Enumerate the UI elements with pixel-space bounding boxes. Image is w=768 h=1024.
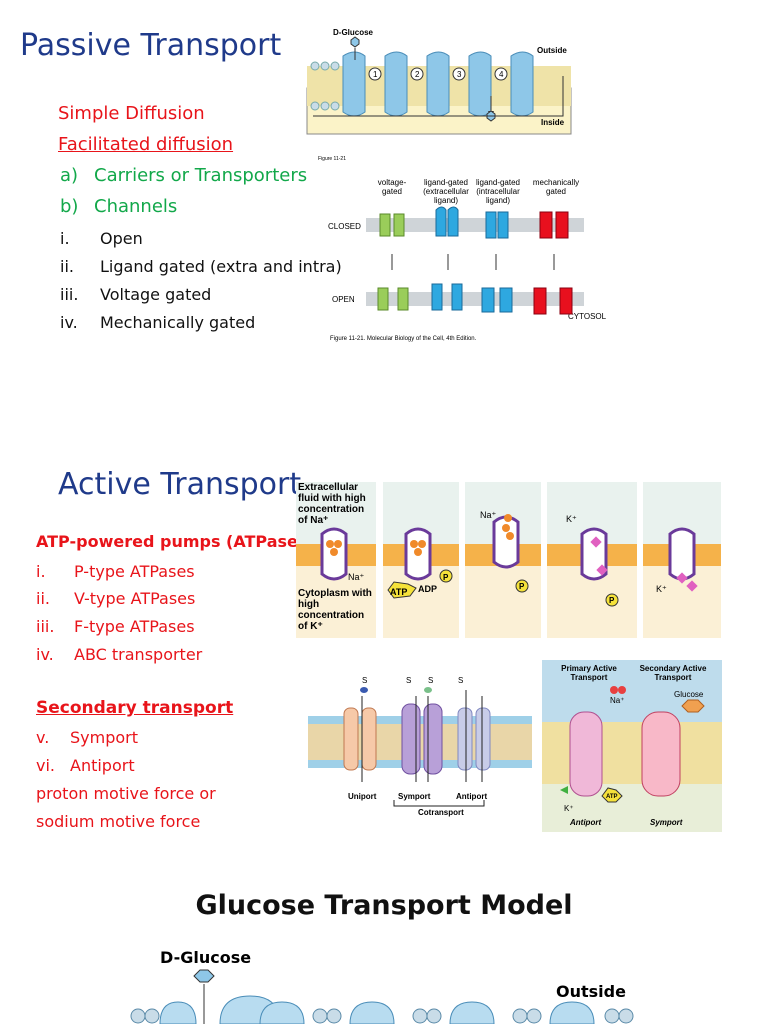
- list-text: F-type ATPases: [74, 617, 195, 636]
- fig2-cytosol-label: CYTOSOL: [568, 312, 607, 321]
- extracellular-label: Extracellular fluid with high concentrat…: [298, 482, 366, 526]
- list-marker: b): [60, 196, 79, 217]
- fig1-outside-label: Outside: [537, 46, 567, 55]
- list-item: iii. Voltage gated: [60, 285, 211, 304]
- list-text: Antiport: [70, 756, 135, 775]
- list-marker: iv.: [36, 645, 54, 664]
- gated-channels-figure: Figure 11-21 voltage- gated ligand-gated…: [318, 154, 608, 350]
- list-marker: iii.: [36, 617, 55, 636]
- symport-label: Symport: [398, 792, 431, 801]
- pmf-label: proton motive force or: [36, 784, 216, 803]
- uniport-label: Uniport: [348, 792, 377, 801]
- symport-label: Symport: [650, 818, 683, 827]
- na-label: Na⁺: [480, 510, 497, 520]
- pump-panel: [465, 482, 541, 638]
- cytoplasm-label: Cytoplasm with high concentration of K⁺: [298, 588, 372, 632]
- active-transport-title: Active Transport: [58, 467, 302, 502]
- list-marker: v.: [36, 728, 50, 747]
- fig1-num: 2: [415, 70, 420, 79]
- glucose-model-drawing: [130, 969, 634, 1024]
- passive-transport-title: Passive Transport: [20, 28, 282, 63]
- list-marker: vi.: [36, 756, 55, 775]
- facilitated-diffusion-label: Facilitated diffusion: [58, 134, 234, 155]
- adp-label: ADP: [418, 584, 438, 594]
- atp-label: ATP: [606, 794, 618, 800]
- phosphate-label: P: [443, 573, 449, 582]
- list-item: iii. F-type ATPases: [36, 617, 195, 636]
- smf-label: sodium motive force: [36, 812, 201, 831]
- k-label: K⁺: [656, 584, 667, 594]
- outside-label: Outside: [556, 982, 626, 1001]
- secondary-label: Secondary Active Transport: [639, 664, 707, 682]
- list-item: i. P-type ATPases: [36, 562, 195, 581]
- list-text: Channels: [94, 196, 178, 217]
- s1-label: S: [406, 676, 412, 685]
- atp-pumps-label: ATP-powered pumps (ATPases): [36, 532, 315, 551]
- list-item: iv. ABC transporter: [36, 645, 202, 664]
- fig1-num: 3: [457, 70, 462, 79]
- list-item: v. Symport: [36, 728, 138, 747]
- list-marker: iv.: [60, 313, 78, 332]
- list-text: Ligand gated (extra and intra): [100, 257, 342, 276]
- s-label: S: [362, 676, 368, 685]
- pump-drawings: [320, 514, 698, 607]
- list-marker: ii.: [36, 589, 50, 608]
- list-marker: i.: [60, 229, 70, 248]
- k-label: K⁺: [566, 514, 577, 524]
- list-text: ABC transporter: [74, 645, 203, 664]
- phosphate-label: P: [519, 582, 525, 591]
- atp-label: ATP: [390, 587, 408, 597]
- cotransport-label: Cotransport: [418, 808, 464, 817]
- fig2-col: ligand-gated (intracellular ligand): [475, 178, 521, 205]
- primary-secondary-figure: Primary Active Transport Secondary Activ…: [542, 660, 722, 832]
- fig2-closed-label: CLOSED: [328, 222, 361, 231]
- list-item: vi. Antiport: [36, 756, 135, 775]
- antiport-label: Antiport: [570, 818, 602, 827]
- pump-panel: [547, 482, 637, 638]
- fig2-col: voltage- gated: [377, 178, 407, 196]
- list-text: Mechanically gated: [100, 313, 256, 332]
- list-marker: iii.: [60, 285, 79, 304]
- fig1-glucose-label: D-Glucose: [333, 28, 374, 37]
- s2-label: S: [428, 676, 434, 685]
- list-item: a) Carriers or Transporters: [60, 165, 307, 186]
- list-text: Carriers or Transporters: [94, 165, 308, 186]
- list-item: ii. Ligand gated (extra and intra): [60, 257, 342, 276]
- fig1-num: 1: [373, 70, 378, 79]
- na-label: Na⁺: [610, 696, 625, 705]
- simple-diffusion-label: Simple Diffusion: [58, 103, 205, 124]
- antiport-label: Antiport: [456, 792, 488, 801]
- list-marker: i.: [36, 562, 46, 581]
- fig2-caption: Figure 11-21. Molecular Biology of the C…: [330, 336, 477, 342]
- fig2-col: ligand-gated (extracellular ligand): [423, 178, 469, 205]
- fig2-open-label: OPEN: [332, 295, 355, 304]
- list-text: Voltage gated: [100, 285, 212, 304]
- phosphate-label: P: [609, 596, 615, 605]
- list-text: V-type ATPases: [74, 589, 196, 608]
- list-item: iv. Mechanically gated: [60, 313, 255, 332]
- list-marker: ii.: [60, 257, 74, 276]
- fig1-num: 4: [499, 70, 504, 79]
- cotransport-figure: S S S S Uniport Symport Antiport Cotrans…: [306, 672, 536, 836]
- carrier-figure: D-Glucose Outside Inside 1 2 3 4: [305, 26, 575, 138]
- primary-label: Primary Active Transport: [561, 664, 617, 682]
- k-label: K⁺: [564, 804, 574, 813]
- glucose-model-title: Glucose Transport Model: [195, 890, 573, 921]
- list-marker: a): [60, 165, 79, 186]
- secondary-transport-label: Secondary transport: [36, 698, 234, 718]
- list-text: P-type ATPases: [74, 562, 195, 581]
- list-text: Open: [100, 229, 143, 248]
- glucose-label: Glucose: [674, 690, 704, 699]
- fig1-inside-label: Inside: [541, 118, 565, 127]
- fig2-title: Figure 11-21: [318, 156, 346, 162]
- glucose-label: D-Glucose: [160, 948, 252, 967]
- list-item: ii. V-type ATPases: [36, 589, 195, 608]
- list-item: i. Open: [60, 229, 143, 248]
- list-item: b) Channels: [60, 196, 177, 217]
- list-text: Symport: [70, 728, 139, 747]
- s1-label: S: [458, 676, 464, 685]
- na-label: Na⁺: [348, 572, 365, 582]
- fig2-col: mechanically gated: [532, 178, 580, 196]
